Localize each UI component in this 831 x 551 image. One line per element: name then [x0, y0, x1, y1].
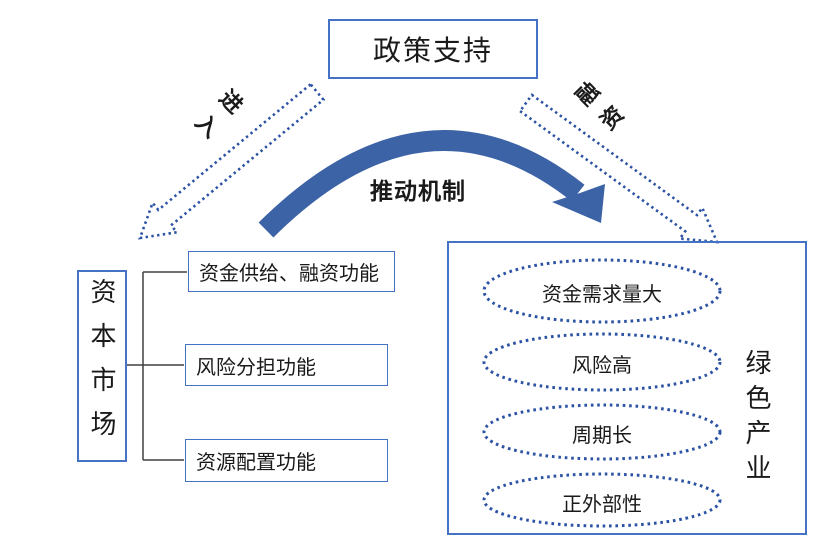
function-label: 资金供给、融资功能 [199, 263, 379, 285]
policy-support-box: 政策支持 [328, 19, 538, 79]
enter-dotted-arrow [138, 82, 326, 240]
green-industry-box [447, 241, 807, 535]
capital-market-connector-lines [127, 271, 187, 461]
policy-support-label: 政策支持 [372, 35, 493, 66]
capital-market-box: 资本市场 [77, 270, 127, 462]
trait-label-high-risk: 风险高 [572, 355, 632, 377]
trait-label-funding-demand: 资金需求量大 [542, 284, 662, 306]
green-industry-ellipse-long-cycle [482, 403, 722, 461]
promotion-mechanism-label: 推动机制 [370, 178, 466, 204]
green-industry-ellipse-positive-externality [482, 472, 722, 528]
function-box-fund-supply: 资金供给、融资功能 [188, 251, 395, 292]
promotion-curved-arrow-shaft [258, 130, 585, 238]
function-label: 风险分担功能 [196, 356, 316, 379]
financing-dotted-arrow [518, 93, 720, 244]
function-label: 资源配置功能 [196, 452, 316, 474]
green-industry-ellipse-funding-demand [482, 258, 722, 324]
trait-label-positive-externality: 正外部性 [562, 494, 642, 516]
trait-label-long-cycle: 周期长 [572, 425, 632, 447]
green-industry-ellipse-high-risk [482, 332, 722, 392]
green-industry-label: 绿色产业 [742, 349, 772, 489]
function-box-resource-allocation: 资源配置功能 [185, 439, 388, 482]
capital-market-label: 资本市场 [87, 278, 117, 454]
promotion-curved-arrow-head [552, 184, 605, 223]
function-box-risk-sharing: 风险分担功能 [185, 344, 388, 386]
